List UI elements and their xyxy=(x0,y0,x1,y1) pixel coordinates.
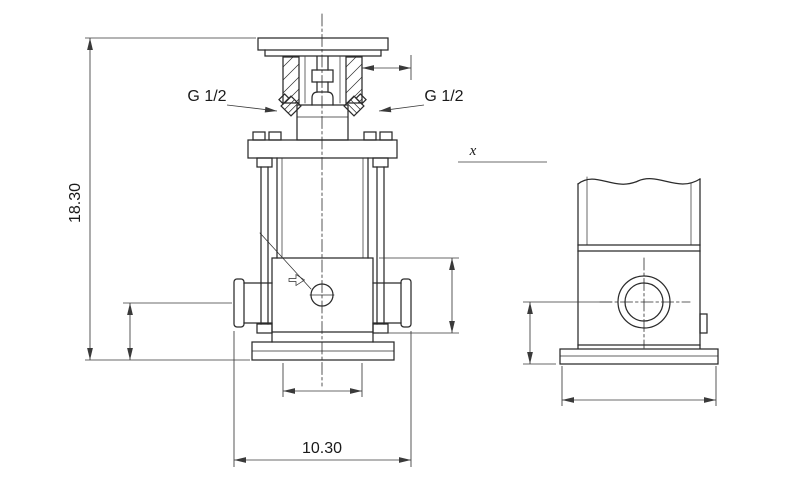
dimension-under-base xyxy=(282,363,363,397)
width-dimension-label: 10.30 xyxy=(302,440,342,457)
height-dimension-label: 18.30 xyxy=(67,183,84,223)
label-x-reference: x xyxy=(458,143,547,163)
port-right-flange xyxy=(400,278,412,328)
leader-line xyxy=(378,104,425,113)
guard-inner-frame xyxy=(304,56,341,104)
extension-lines xyxy=(233,331,412,467)
flow-direction-icon xyxy=(288,273,306,287)
x-reference-label: x xyxy=(469,143,477,159)
extension-lines xyxy=(282,363,363,397)
port-right xyxy=(372,278,412,328)
sleeve-joint xyxy=(577,244,701,252)
side-plug-tab xyxy=(699,313,708,334)
front-view xyxy=(233,13,412,387)
drain-plug xyxy=(309,283,335,307)
label-g-half-right: G 1/2 xyxy=(378,88,464,113)
side-base-plate xyxy=(559,344,719,365)
staybolts xyxy=(256,157,389,334)
plug-label-right: G 1/2 xyxy=(424,88,463,105)
vent-plug-left xyxy=(278,93,302,117)
side-port xyxy=(599,257,691,349)
dimension-port-height-front xyxy=(123,302,232,360)
dimension-side-port-height xyxy=(523,301,612,365)
extension-lines xyxy=(523,301,612,365)
motor-flange xyxy=(257,37,389,57)
label-g-half-left: G 1/2 xyxy=(187,88,278,113)
diagonal-leader-line xyxy=(259,232,312,290)
dimension-width: 10.30 xyxy=(233,331,412,467)
shaft-coupling xyxy=(311,56,334,106)
leader-line xyxy=(226,104,278,113)
coupling-guards xyxy=(282,56,363,104)
vent-plug-right xyxy=(343,93,367,117)
sleeve xyxy=(276,157,369,259)
break-line xyxy=(577,178,701,185)
port-centerlines xyxy=(599,257,691,349)
extension-lines xyxy=(379,257,459,334)
port-left xyxy=(233,278,273,328)
dimension-right-side xyxy=(379,257,459,334)
dimension-side-bottom xyxy=(561,366,717,406)
shaft-seal-cap xyxy=(311,91,334,106)
staybolt-nuts xyxy=(256,157,389,334)
dimension-height: 18.30 xyxy=(67,37,256,361)
base-plate xyxy=(251,341,395,361)
plug-label-left: G 1/2 xyxy=(187,88,226,105)
dimension-top-right xyxy=(362,55,412,80)
side-view xyxy=(559,176,719,365)
flange-nuts xyxy=(252,131,393,141)
head-flange xyxy=(247,131,398,159)
base-housing xyxy=(271,257,374,343)
guard-hatch-lines xyxy=(282,56,363,104)
extension-lines xyxy=(85,37,256,361)
dimensions: 18.30 10.30 xyxy=(67,37,717,467)
port-left-flange xyxy=(233,278,245,328)
pump-head xyxy=(296,104,349,141)
